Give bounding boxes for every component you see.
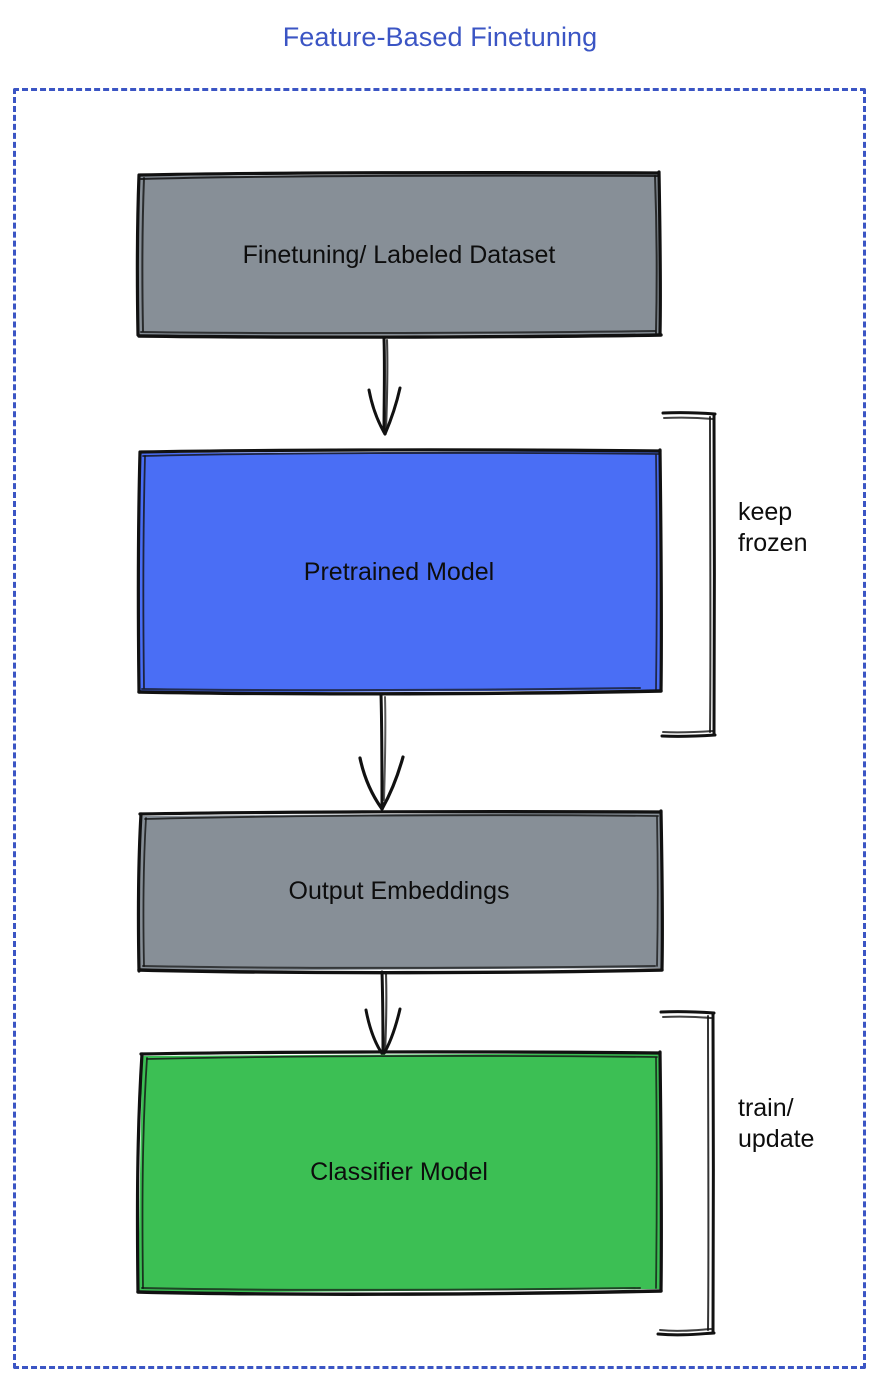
node-embeddings[interactable]: Output Embeddings [138,812,660,970]
bracket-train-update [656,1010,716,1337]
node-embeddings-label: Output Embeddings [288,877,510,905]
annotation-keep-frozen: keep frozen [738,498,808,558]
bracket-keep-frozen [660,411,717,738]
node-shape-dataset [135,170,663,339]
node-pretrained[interactable]: Pretrained Model [138,450,660,693]
node-pretrained-label: Pretrained Model [303,557,495,586]
node-classifier[interactable]: Classifier Model [138,1052,660,1292]
node-dataset-label: Finetuning/ Labeled Dataset [242,240,556,269]
node-classifier-label: Classifier Model [310,1158,488,1186]
node-dataset[interactable]: Finetuning/ Labeled Dataset [138,173,660,336]
edge-arrow-pretrained-to-embeddings [358,692,405,811]
node-shape-embeddings [136,809,665,975]
node-shape-classifier [135,1050,664,1296]
page-title: Feature-Based Finetuning [282,22,598,52]
edge-arrow-embeddings-to-classifier [364,970,402,1057]
diagram-frame [13,88,866,1369]
annotation-train-update: train/ update [738,1094,815,1154]
edge-arrow-dataset-to-pretrained [367,336,402,436]
node-shape-pretrained [136,448,664,696]
